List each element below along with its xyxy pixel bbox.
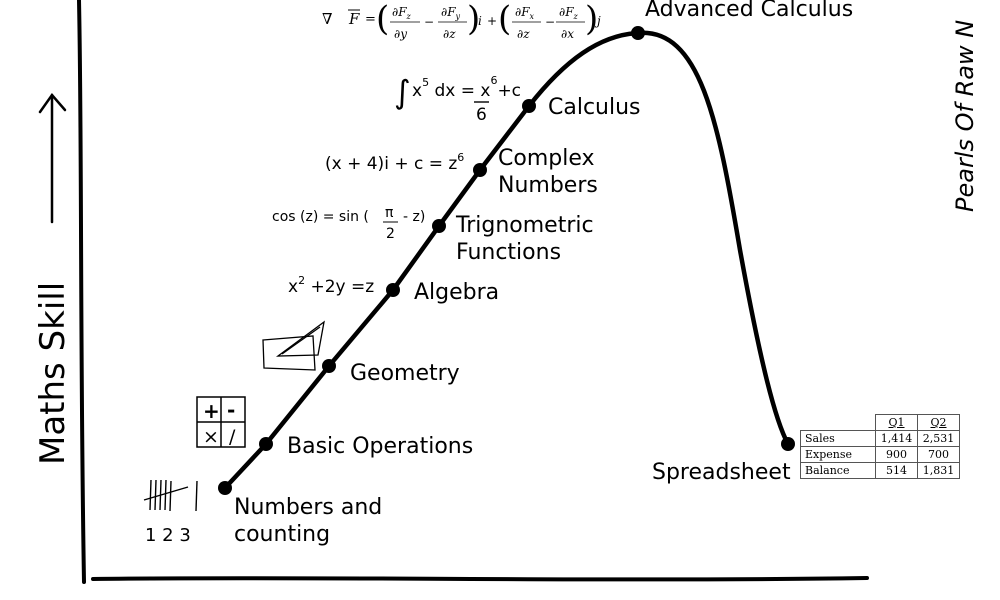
svg-text:cos (z) = sin (: cos (z) = sin ( (272, 209, 369, 225)
row-label-balance: Balance (800, 462, 876, 479)
spreadsheet-table: Q1 Q2 Sales 1,414 2,531 Expense 900 700 … (800, 414, 960, 479)
cell-expense-q2: 700 (917, 446, 960, 463)
table-row: Expense 900 700 (800, 446, 960, 463)
svg-text:∂Fz: ∂Fz (559, 5, 579, 21)
table-corner-cell (800, 414, 876, 431)
cell-sales-q2: 2,531 (917, 430, 960, 447)
formula-calculus: ∫ x5 dx = x6+c 6 (394, 73, 521, 125)
y-axis-label: Maths Skill (33, 282, 73, 465)
label-trig-1: Trignometric (455, 213, 594, 238)
label-complex-2: Numbers (498, 173, 598, 198)
cell-balance-q2: 1,831 (917, 462, 960, 479)
label-numbers-2: counting (234, 522, 330, 547)
svg-text:∂y: ∂y (394, 27, 407, 41)
watermark: Pearls Of Raw N (951, 20, 979, 212)
label-complex-1: Complex (498, 146, 595, 171)
svg-text:π: π (385, 205, 394, 221)
label-numbers-1: Numbers and (234, 495, 382, 520)
label-basic-operations: Basic Operations (287, 434, 473, 459)
svg-text:+: + (487, 14, 497, 28)
formula-algebra: x2 +2y =z (288, 274, 374, 297)
svg-text:×: × (203, 426, 219, 448)
svg-text:): ) (585, 0, 598, 39)
label-algebra: Algebra (414, 280, 499, 305)
svg-text:F: F (348, 10, 360, 28)
svg-text:x5 dx = x6+c: x5 dx = x6+c (412, 74, 521, 101)
data-point-numbers-and-counting (218, 481, 232, 495)
up-arrow-icon (38, 92, 67, 224)
svg-text:-: - (227, 398, 235, 422)
svg-text:): ) (467, 0, 480, 39)
svg-text:∂Fz: ∂Fz (392, 5, 412, 21)
cell-sales-q1: 1,414 (875, 430, 918, 447)
svg-text:(: ( (376, 0, 389, 39)
formula-complex: (x + 4)i + c = z6 (325, 151, 464, 174)
cell-balance-q1: 514 (875, 462, 918, 479)
tally-marks-icon (143, 479, 198, 512)
data-point-spreadsheet (781, 437, 795, 451)
formula-trig: cos (z) = sin ( π 2 - z) (272, 205, 425, 242)
data-point-advanced-calculus (631, 26, 645, 40)
column-header-q1: Q1 (875, 414, 918, 431)
svg-text:∂x: ∂x (561, 27, 574, 41)
data-point-trignometric-functions (432, 219, 446, 233)
svg-text:∫: ∫ (394, 73, 411, 111)
svg-text:−: − (424, 15, 434, 29)
svg-text:i: i (478, 14, 482, 28)
svg-text:- z): - z) (403, 209, 425, 225)
svg-text:∂z: ∂z (443, 27, 456, 41)
svg-text:∂z: ∂z (517, 27, 530, 41)
label-trig-2: Functions (456, 240, 561, 265)
label-geometry: Geometry (350, 361, 460, 386)
svg-text:=: = (365, 12, 376, 27)
label-spreadsheet: Spreadsheet (652, 460, 791, 485)
label-advanced-calculus: Advanced Calculus (645, 0, 853, 22)
data-point-complex-numbers (473, 163, 487, 177)
table-row: Balance 514 1,831 (800, 462, 960, 479)
skill-curve (222, 30, 791, 491)
cell-expense-q1: 900 (875, 446, 918, 463)
row-label-expense: Expense (800, 446, 876, 463)
table-header-row: Q1 Q2 (800, 414, 960, 431)
data-point-basic-operations (259, 437, 273, 451)
column-header-q2: Q2 (917, 414, 960, 431)
svg-text:/: / (229, 426, 236, 448)
svg-text:j: j (594, 14, 601, 28)
svg-text:∂Fx: ∂Fx (515, 5, 535, 21)
svg-text:∇: ∇ (322, 10, 332, 28)
x-axis-line (91, 576, 869, 582)
label-calculus: Calculus (548, 95, 641, 120)
y-axis-line (77, 0, 86, 584)
svg-text:∂Fy: ∂Fy (441, 5, 461, 21)
row-label-sales: Sales (800, 430, 876, 447)
counting-numbers: 1 2 3 (145, 525, 191, 546)
svg-text:+: + (203, 399, 220, 423)
data-point-algebra (386, 283, 400, 297)
data-point-calculus (522, 99, 536, 113)
data-point-geometry (322, 359, 336, 373)
formula-curl: ∇ F = ( ∂Fz ∂y − ∂Fy ∂z ) i + ( ∂Fx ∂z −… (322, 0, 601, 41)
table-row: Sales 1,414 2,531 (800, 430, 960, 447)
svg-text:−: − (545, 15, 555, 29)
svg-text:(: ( (498, 0, 511, 39)
geometry-sketch-icon (262, 320, 325, 371)
operations-grid: + - × / (196, 396, 246, 448)
svg-text:2: 2 (386, 226, 395, 242)
svg-text:6: 6 (476, 105, 487, 125)
